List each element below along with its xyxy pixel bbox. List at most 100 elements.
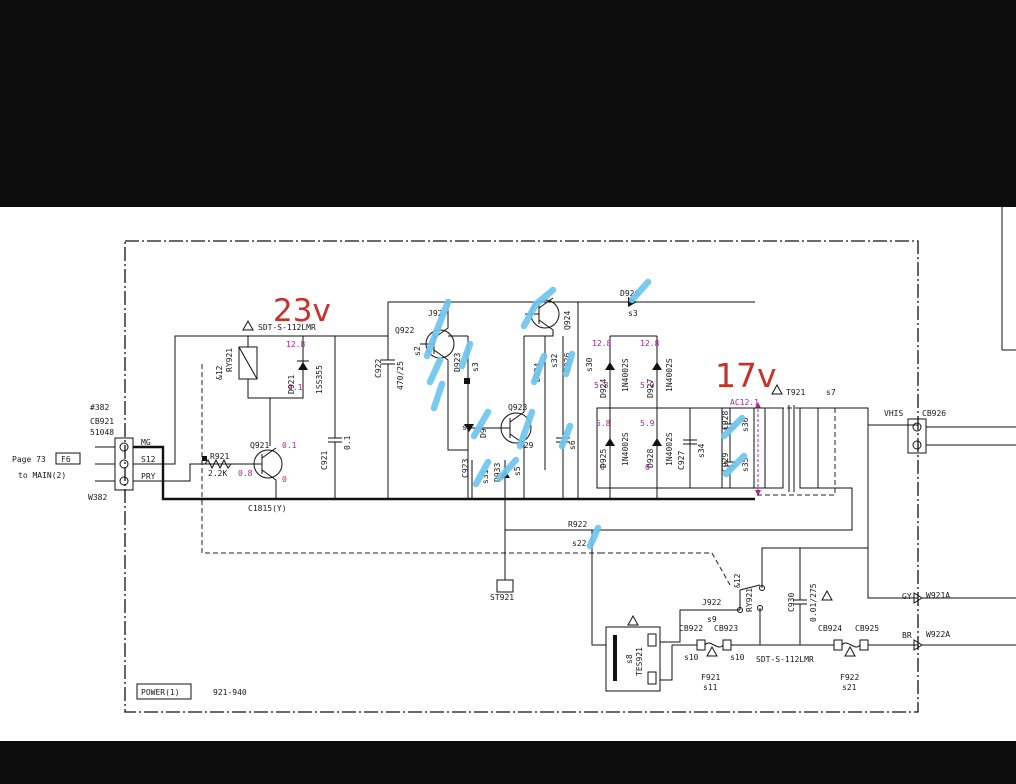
ry921-contact-c bbox=[757, 605, 763, 611]
bridge-rails bbox=[597, 335, 690, 499]
c923-label: C923 bbox=[461, 459, 470, 478]
c930-value: 0.01/275 bbox=[809, 583, 818, 622]
bottom-black-bar bbox=[0, 741, 1016, 784]
cb926-pin-2 bbox=[912, 440, 922, 450]
t921-label: T921 bbox=[786, 388, 805, 397]
f922-label: F922 bbox=[840, 673, 859, 682]
cb921-part: 51048 bbox=[90, 428, 114, 437]
highlight-stroke-3 bbox=[430, 380, 446, 412]
c922-value: 470/25 bbox=[396, 361, 405, 390]
page-ref-text: Page 73 bbox=[12, 455, 46, 464]
d927-diode-symbol bbox=[652, 362, 662, 370]
cb921-pin-1 bbox=[119, 442, 129, 452]
highlight-stroke-15 bbox=[720, 414, 746, 440]
q921-label: Q921 bbox=[250, 441, 269, 450]
s10a-label: s10 bbox=[684, 653, 699, 662]
highlight-stroke-5 bbox=[470, 408, 492, 440]
q924-label: Q924 bbox=[563, 311, 572, 330]
r922-label: R922 bbox=[568, 520, 587, 529]
d928-label: D928 bbox=[646, 449, 655, 468]
t921-secondary bbox=[764, 407, 784, 489]
highlight-stroke-1 bbox=[423, 298, 452, 360]
d926-label: D926 bbox=[620, 289, 639, 298]
d927-label: D927 bbox=[646, 379, 655, 398]
relay-link-right bbox=[600, 552, 731, 586]
cb924-label: CB924 bbox=[818, 624, 842, 633]
ry921-pin: &12 bbox=[215, 365, 224, 380]
f922-fuse bbox=[841, 642, 861, 648]
cb921-label: CB921 bbox=[90, 417, 114, 426]
cb926-pin-1 bbox=[912, 422, 922, 432]
w921a-label: W921A bbox=[926, 591, 950, 600]
d927-v2: 5.9 bbox=[640, 381, 655, 390]
d926-s: s3 bbox=[628, 309, 638, 318]
d925-part: 1N4002S bbox=[621, 432, 630, 466]
q921-vc: 0.1 bbox=[282, 441, 297, 450]
c923-leads bbox=[471, 460, 514, 593]
q922-j: J92 bbox=[428, 309, 443, 318]
power-section-frame bbox=[124, 240, 919, 713]
highlight-stroke-6 bbox=[516, 408, 536, 450]
cb923-plug bbox=[722, 639, 732, 651]
cb921-connector bbox=[114, 437, 134, 491]
ry921-label: RY921 bbox=[225, 348, 234, 372]
t921-primary-leads bbox=[592, 407, 918, 599]
schematic-sheet: Page 73 F6 to MAIN(2) #382 CB921 51048 M… bbox=[0, 207, 1016, 741]
d923-marker bbox=[464, 378, 470, 384]
tes921-out-leads bbox=[660, 609, 740, 681]
section-label-box bbox=[136, 683, 192, 700]
ry921b-pin: &12 bbox=[733, 573, 742, 588]
cb926-output-wires bbox=[926, 426, 1016, 446]
c929-label: C929 bbox=[721, 453, 730, 472]
tes921-contact-1 bbox=[647, 633, 657, 647]
c929-s: s35 bbox=[741, 457, 750, 472]
warning-icon-c930 bbox=[821, 589, 833, 601]
cb925-plug bbox=[859, 639, 869, 651]
c922-label: C922 bbox=[374, 359, 383, 378]
s30-label: s30 bbox=[585, 357, 594, 372]
d924-v2: 5.8 bbox=[594, 381, 609, 390]
c921-capacitor bbox=[328, 336, 342, 499]
r921-resistor bbox=[195, 458, 250, 470]
d928-diode-symbol bbox=[652, 438, 662, 446]
sheet-edge-lines bbox=[1001, 207, 1016, 351]
d923-label: D923 bbox=[453, 353, 462, 372]
relay-link-left bbox=[201, 364, 600, 554]
d921-v2: 0.1 bbox=[288, 383, 303, 392]
cb921-pin-3 bbox=[119, 476, 129, 486]
q923-s: s29 bbox=[519, 441, 534, 450]
ry921-contact-b bbox=[759, 585, 765, 591]
highlight-stroke-14 bbox=[628, 278, 652, 304]
d921-leads bbox=[270, 336, 304, 399]
cb921-pin-2 bbox=[119, 459, 129, 469]
cb922-plug bbox=[696, 639, 706, 651]
annotation-23v: 23v bbox=[273, 293, 331, 329]
highlight-stroke-4 bbox=[458, 340, 474, 370]
ry921-contact-a bbox=[737, 607, 743, 613]
f921-fuse bbox=[704, 642, 724, 648]
warning-icon-t921 bbox=[771, 383, 783, 395]
t921-primary bbox=[799, 407, 819, 489]
c930-label: C930 bbox=[787, 593, 796, 612]
c928-label: C928 bbox=[721, 411, 730, 430]
q923-d: D9 bbox=[479, 428, 488, 438]
d921-part: 1SS355 bbox=[315, 365, 324, 394]
warning-icon-relay bbox=[242, 319, 254, 331]
marker-highlights bbox=[423, 278, 748, 550]
d921-diode-symbol bbox=[298, 362, 308, 370]
c923-s5: s5 bbox=[513, 466, 522, 476]
ac-output-wires bbox=[922, 597, 1016, 646]
w921a-arrow-icon bbox=[913, 592, 923, 604]
ground-bus bbox=[133, 445, 755, 501]
highlight-stroke-10 bbox=[558, 422, 574, 450]
section-label: POWER(1) bbox=[141, 688, 180, 697]
c928-s: s36 bbox=[741, 417, 750, 432]
q923-label: Q923 bbox=[508, 403, 527, 412]
t921-ac: AC12.1 bbox=[730, 398, 759, 407]
r922-s: s22 bbox=[572, 539, 587, 548]
c921-value: 0.1 bbox=[343, 435, 352, 450]
c927-s: s34 bbox=[697, 443, 706, 458]
d925-v2: 0 bbox=[600, 463, 605, 472]
cb925-label: CB925 bbox=[855, 624, 879, 633]
